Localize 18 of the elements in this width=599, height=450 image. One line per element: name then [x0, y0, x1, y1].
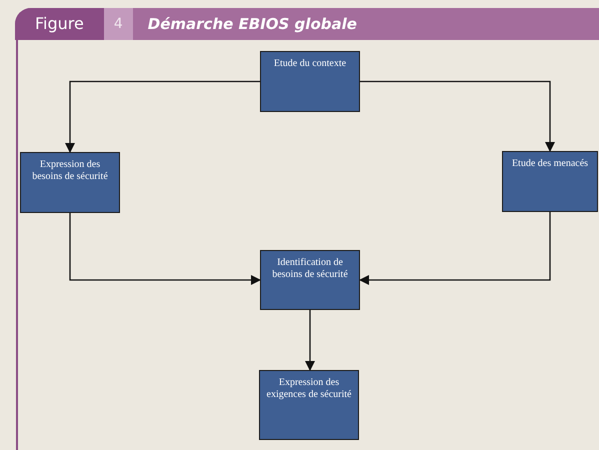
- process-box: [20, 152, 120, 213]
- box-label: Etude du contexte: [274, 58, 346, 70]
- process-box: [260, 250, 360, 310]
- process-box: [260, 51, 360, 112]
- box-label: Expression des exigences de sécurité: [266, 377, 352, 401]
- arrow: [305, 310, 315, 371]
- figure-number: 4: [104, 8, 133, 40]
- arrow: [69, 213, 261, 285]
- arrow: [65, 80, 260, 153]
- process-box: [502, 151, 598, 212]
- arrow: [359, 212, 551, 285]
- arrow: [360, 80, 555, 152]
- figure-title: Démarche EBIOS globale: [148, 14, 357, 35]
- box-label: Etude des menacés: [512, 158, 588, 170]
- figure-label: Figure: [15, 8, 104, 40]
- box-label: Identification de besoins de sécurité: [271, 257, 349, 281]
- box-label: Expression des besoins de sécurité: [31, 159, 109, 183]
- process-box: [259, 370, 359, 440]
